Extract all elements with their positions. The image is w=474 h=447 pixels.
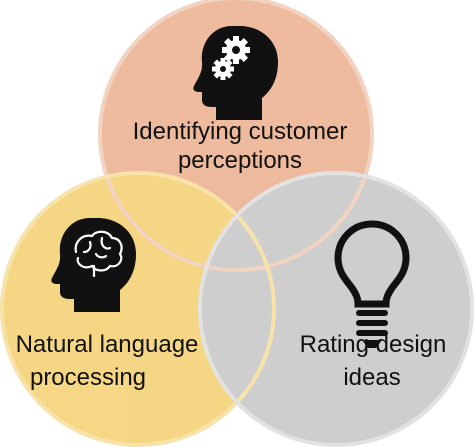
label-natural-language-processing-line-2: processing	[30, 364, 146, 391]
label-rating-design-ideas-line-2: ideas	[343, 364, 400, 391]
label-rating-design-ideas-line-1: Rating design	[300, 331, 447, 358]
venn-labels: Identifying customer perceptions Natural…	[16, 118, 447, 391]
head-brain-icon	[51, 218, 136, 312]
label-identifying-customer-perceptions-line-1: Identifying customer	[133, 118, 348, 145]
outline-natural-language-processing	[0, 171, 276, 447]
outline-rating-design-ideas	[198, 171, 474, 447]
head-gears-icon	[193, 26, 278, 120]
label-natural-language-processing-line-1: Natural language	[16, 331, 199, 358]
outline-identifying-customer-perceptions	[98, 0, 374, 272]
label-identifying-customer-perceptions-line-2: perceptions	[178, 147, 302, 174]
lightbulb-icon	[334, 220, 410, 348]
